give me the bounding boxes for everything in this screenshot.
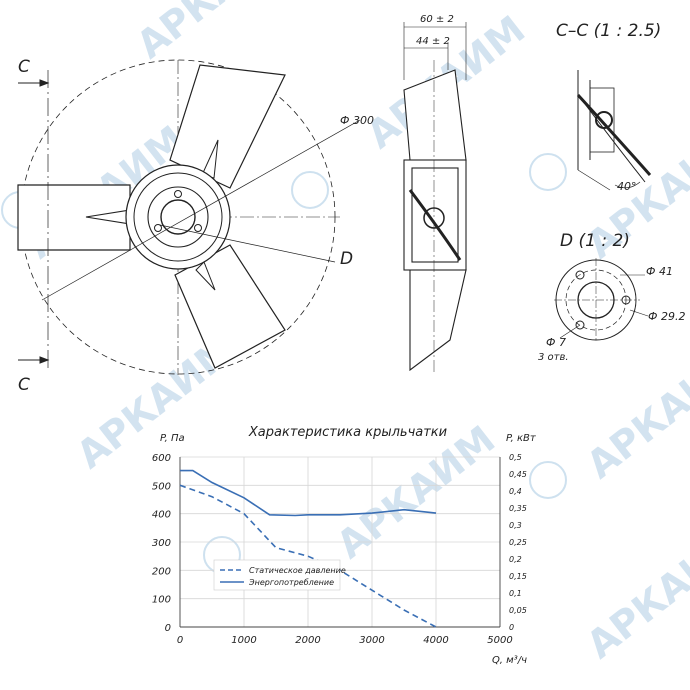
side-blade-bottom (409, 269, 467, 372)
detail-d-leader (159, 224, 336, 263)
section-arrowhead (39, 79, 50, 87)
y-left-tick-label: 600 (152, 453, 171, 464)
diameter-300-label: Ф 300 (340, 114, 374, 127)
section-cc-title: C–C (1 : 2.5) (556, 21, 661, 41)
watermark-text: АРКАИМ (128, 0, 303, 67)
dim-44-label: 44 ± 2 (416, 36, 450, 47)
y-right-tick-label: 0,05 (509, 606, 527, 615)
detail-hole (575, 270, 585, 280)
x-axis-label: Q, м³/ч (492, 655, 527, 666)
blade-lower-rib (195, 261, 216, 291)
watermark-emblem (291, 171, 329, 209)
impeller-side-view (403, 22, 467, 375)
side-blade-edge (408, 189, 462, 261)
x-tick-label: 1000 (231, 635, 256, 646)
detail-hole (575, 320, 585, 330)
y-left-axis-label: P, Па (160, 433, 185, 444)
angle-arc (614, 181, 641, 189)
y-right-tick-label: 0,35 (509, 504, 527, 513)
legend-box (213, 559, 341, 591)
x-tick-label: 3000 (359, 635, 384, 646)
hub-outer (125, 164, 231, 270)
section-c-label-bottom: C (18, 375, 30, 395)
section-arrowhead (39, 356, 50, 364)
y-right-tick-label: 0,1 (509, 589, 522, 598)
dia-7-label: Ф 7 (546, 336, 566, 349)
hub-boss (147, 186, 209, 248)
section-cc-view (576, 70, 652, 191)
section-hub (589, 87, 615, 153)
mount-hole (174, 190, 182, 198)
y-left-tick-label: 100 (152, 595, 171, 606)
x-tick-label: 0 (177, 635, 183, 646)
leader-7 (559, 324, 581, 339)
y-left-tick-label: 400 (152, 510, 171, 521)
y-right-tick-label: 0,4 (509, 487, 522, 496)
y-left-tick-label: 300 (152, 538, 171, 549)
hub-ring (133, 172, 223, 262)
watermark-text: АРКАИМ (578, 337, 690, 487)
dia-292-label: Ф 29.2 (648, 310, 685, 323)
holes-count-label: 3 отв. (538, 352, 569, 363)
mount-hole (194, 224, 202, 232)
section-outline (577, 70, 591, 170)
detail-d-view (554, 258, 649, 342)
y-right-tick-label: 0,25 (509, 538, 527, 547)
x-tick-label: 2000 (295, 635, 320, 646)
chart-grid (179, 456, 501, 628)
angle-40-label: 40° (617, 180, 637, 193)
legend-label: Энергопотребление (248, 578, 334, 587)
y-left-tick-label: 0 (165, 623, 171, 634)
y-right-tick-label: 0,5 (509, 453, 522, 462)
impeller-performance-chart: Характеристика крыльчатки P, Па P, кВт Q… (152, 425, 537, 666)
dim-60-label: 60 ± 2 (420, 14, 454, 25)
dia-41-label: Ф 41 (646, 265, 673, 278)
detail-d-title: D (1 : 2) (560, 231, 630, 251)
y-right-tick-label: 0,15 (509, 572, 527, 581)
watermark-emblem (529, 153, 567, 191)
y-left-tick-label: 500 (152, 481, 171, 492)
section-blade-inner (581, 99, 646, 183)
chart-title: Характеристика крыльчатки (248, 425, 447, 440)
series-line-2 (180, 469, 437, 517)
chart-ticks: 0 1000 2000 3000 4000 5000 0 100 200 300 400 500 600… (152, 453, 527, 646)
y-right-tick-label: 0 (509, 623, 514, 632)
x-tick-label: 5000 (487, 635, 512, 646)
y-right-tick-label: 0,45 (509, 470, 527, 479)
impeller-front-view (17, 59, 361, 375)
y-right-axis-label: P, кВт (506, 433, 537, 444)
section-blade (576, 93, 652, 176)
diameter-leader (41, 119, 361, 301)
section-shaft (595, 111, 613, 129)
detail-d-label: D (340, 249, 353, 269)
watermark-layer: АРКАИМ АРКАИМ АРКАИМ АРКАИМ АРКАИМ АРКАИ… (1, 0, 690, 667)
x-tick-label: 4000 (423, 635, 448, 646)
mount-hole (154, 224, 162, 232)
leader-292 (629, 309, 649, 317)
watermark-emblem (529, 461, 567, 499)
shaft-bore (160, 199, 196, 235)
legend-label: Статическое давление (249, 566, 346, 575)
y-right-tick-label: 0,3 (509, 521, 522, 530)
chart-series (179, 469, 437, 628)
angle-ref-line (577, 169, 611, 191)
y-right-tick-label: 0,2 (509, 555, 522, 564)
section-c-label-top: C (18, 57, 30, 77)
y-left-tick-label: 200 (152, 566, 171, 577)
series-line-1 (179, 484, 437, 628)
watermark-text: АРКАИМ (578, 517, 690, 667)
